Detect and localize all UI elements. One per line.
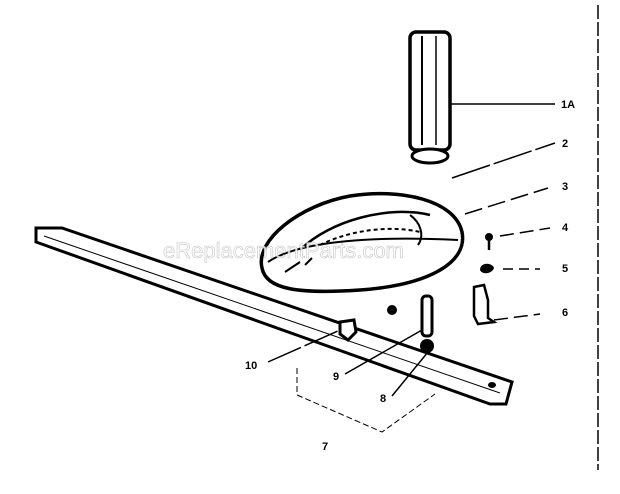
group-bracket-7 [296, 368, 436, 433]
nut-part-5 [480, 263, 494, 274]
pin-part-9 [420, 294, 434, 338]
washer-part-6b [387, 305, 397, 315]
miter-gauge-body [259, 191, 465, 294]
miter-bar [34, 226, 514, 406]
label-part-8: 8 [380, 393, 386, 405]
label-part-6: 6 [562, 307, 568, 319]
nut-part-8 [420, 339, 434, 353]
label-part-2: 2 [562, 138, 568, 150]
label-part-1a: 1A [561, 99, 575, 111]
washer [410, 147, 450, 165]
label-part-4: 4 [562, 222, 569, 234]
pointer-part-6 [472, 283, 498, 326]
label-part-10: 10 [245, 360, 257, 372]
handle [408, 30, 452, 152]
leader-lines [267, 103, 556, 397]
screw-part-4 [485, 233, 493, 250]
label-part-9: 9 [333, 371, 339, 383]
label-part-7: 7 [322, 441, 328, 453]
label-part-3: 3 [562, 181, 568, 193]
label-part-5: 5 [562, 263, 568, 275]
watermark: eReplacementParts.com [163, 238, 404, 263]
clamp-part-10 [338, 318, 358, 342]
